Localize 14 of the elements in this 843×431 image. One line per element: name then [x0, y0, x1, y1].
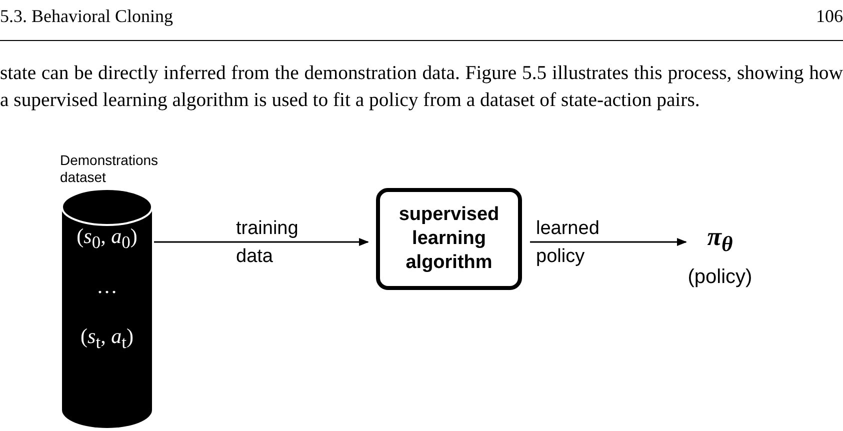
heading: Demonstrations dataset: [60, 152, 160, 186]
pair-text: (s$_{t}$, a$_{t}$): [80, 324, 134, 354]
arrow: [530, 238, 687, 246]
paragraph: state can be directly inferred from the demonstration data. Figure 5.5 illustrates this process, showing how a supervised learning algorithm is used to fit a policy from a dataset of state-action pairs.: [0, 61, 843, 113]
section-heading: 5.3. Behavioral Cloning: [0, 6, 173, 27]
caption-text: (policy): [686, 266, 754, 289]
ellipsis-text: …: [96, 274, 118, 299]
process-box: supervised learning algorithm: [376, 188, 522, 290]
edge-label: learned policy: [536, 217, 600, 269]
pair-text: (s$_{0}$, a$_{0}$): [76, 224, 138, 254]
policy-symbol: π$_{θ}$: [680, 222, 760, 258]
edge-label: training data: [236, 217, 300, 269]
arrow: [154, 238, 369, 246]
page-number: 106: [816, 6, 843, 27]
